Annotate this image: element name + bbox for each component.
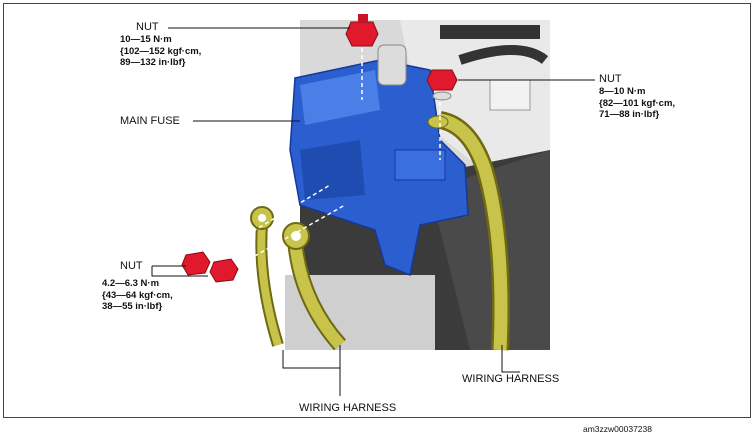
nut-top-spec: 10—15 N·m{102—152 kgf·cm,89—132 in·lbf}: [120, 34, 201, 69]
nut-top-spec-line-1: 10—15 N·m: [120, 34, 172, 45]
leader-lines: [151, 27, 595, 396]
nut-top: [345, 14, 379, 47]
nut-left-spec: 4.2—6.3 N·m{43—64 kgf·cm,38—55 in·lbf}: [102, 278, 173, 313]
main-fuse-block: [289, 44, 469, 277]
wiring-harness-bottom-label: WIRING HARNESS: [299, 402, 397, 414]
nut-left-2: [209, 258, 239, 283]
nut-right-spec: 8—10 N·m{82—101 kgf·cm,71—88 in·lbf}: [599, 86, 675, 121]
wiring-harness-left: [250, 206, 347, 351]
wiring-harness-right-label: WIRING HARNESS: [462, 373, 560, 385]
nut-right-title: NUT: [599, 73, 622, 85]
nut-right-spec-line-1: 8—10 N·m: [599, 86, 646, 97]
nut-left-title: NUT: [120, 260, 143, 272]
nut-left-spec-line-3: 38—55 in·lbf}: [102, 301, 163, 312]
diagram-frame: [3, 3, 751, 418]
nut-left-1: [181, 251, 211, 276]
nut-top-spec-line-3: 89—132 in·lbf}: [120, 57, 186, 68]
nut-right: [426, 69, 458, 101]
nut-top-spec-line-2: {102—152 kgf·cm,: [120, 45, 202, 57]
wiring-harness-right: [427, 111, 510, 351]
nut-right-spec-line-3: 71—88 in·lbf}: [599, 109, 660, 120]
nut-right-spec-line-2: {82—101 kgf·cm,: [599, 97, 676, 109]
image-code: am3zzw00037238: [583, 424, 652, 434]
main-fuse-label: MAIN FUSE: [120, 115, 180, 127]
nut-left-spec-line-2: {43—64 kgf·cm,: [102, 289, 173, 301]
nut-left-spec-line-1: 4.2—6.3 N·m: [102, 278, 160, 289]
install-guide-lines: [204, 48, 441, 271]
nut-top-title: NUT: [136, 21, 159, 33]
